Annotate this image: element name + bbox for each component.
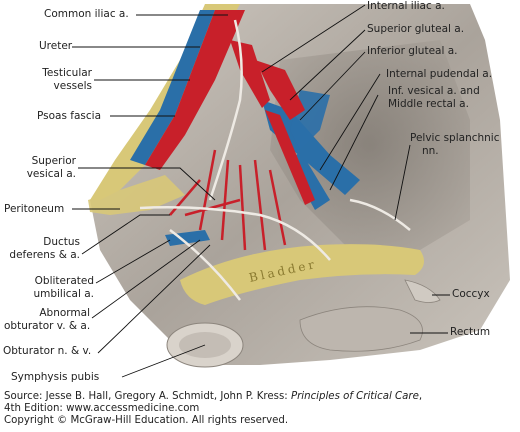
label-obliterated-1: Obliterated xyxy=(34,275,94,287)
label-internal-iliac: Internal iliac a. xyxy=(367,0,445,12)
label-superior-vesical-1: Superior xyxy=(31,155,76,167)
peritoneum-fold xyxy=(88,175,185,215)
label-ureter: Ureter xyxy=(39,40,73,52)
label-abnormal-1: Abnormal xyxy=(39,307,90,319)
label-psoas-fascia: Psoas fascia xyxy=(37,110,102,122)
label-pelvic-splanchnic-2: nn. xyxy=(422,145,439,157)
credit-line-2: 4th Edition: www.accessmedicine.com xyxy=(4,403,200,414)
label-pelvic-splanchnic-1: Pelvic splanchnic xyxy=(410,132,500,144)
artery-gluteal xyxy=(255,60,305,120)
label-inferior-gluteal: Inferior gluteal a. xyxy=(367,45,458,57)
vein-common-iliac xyxy=(130,10,215,165)
source-credit: Source: Jesse B. Hall, Gregory A. Schmid… xyxy=(4,391,422,427)
label-superior-gluteal: Superior gluteal a. xyxy=(367,23,465,35)
label-obturator: Obturator n. & v. xyxy=(3,345,92,357)
label-testicular-1: Testicular xyxy=(42,67,92,79)
bladder-band xyxy=(180,244,424,305)
coccyx-shape xyxy=(404,279,441,303)
label-symphysis-pubis: Symphysis pubis xyxy=(11,371,100,383)
label-coccyx: Coccyx xyxy=(452,288,490,300)
artery-common-iliac xyxy=(145,10,245,170)
credit-line-3: Copyright © McGraw-Hill Education. All r… xyxy=(4,415,289,426)
label-peritoneum: Peritoneum xyxy=(4,203,65,215)
label-obliterated-2: umbilical a. xyxy=(33,288,94,300)
label-ductus-1: Ductus xyxy=(43,236,80,248)
label-internal-pudendal: Internal pudendal a. xyxy=(386,68,493,80)
credit-line-1: Source: Jesse B. Hall, Gregory A. Schmid… xyxy=(4,391,423,402)
label-inf-vesical-1: Inf. vesical a. and xyxy=(388,85,480,97)
rectum-shape xyxy=(299,306,423,352)
label-common-iliac: Common iliac a. xyxy=(44,8,129,20)
nerve-ductus-strands xyxy=(139,19,411,301)
label-rectum: Rectum xyxy=(450,326,491,338)
leader-lines xyxy=(72,4,450,378)
artery-vesical-branches xyxy=(169,149,287,251)
label-superior-vesical-2: vesical a. xyxy=(26,168,76,180)
label-abnormal-2: obturator v. & a. xyxy=(4,320,91,332)
label-ductus-2: deferens & a. xyxy=(9,249,80,261)
label-testicular-2: vessels xyxy=(53,80,92,92)
label-inf-vesical-2: Middle rectal a. xyxy=(388,98,469,110)
vein-internal-iliac xyxy=(262,100,360,195)
book-title: Principles of Critical Care xyxy=(290,391,419,402)
artery-pudendal xyxy=(265,110,315,205)
